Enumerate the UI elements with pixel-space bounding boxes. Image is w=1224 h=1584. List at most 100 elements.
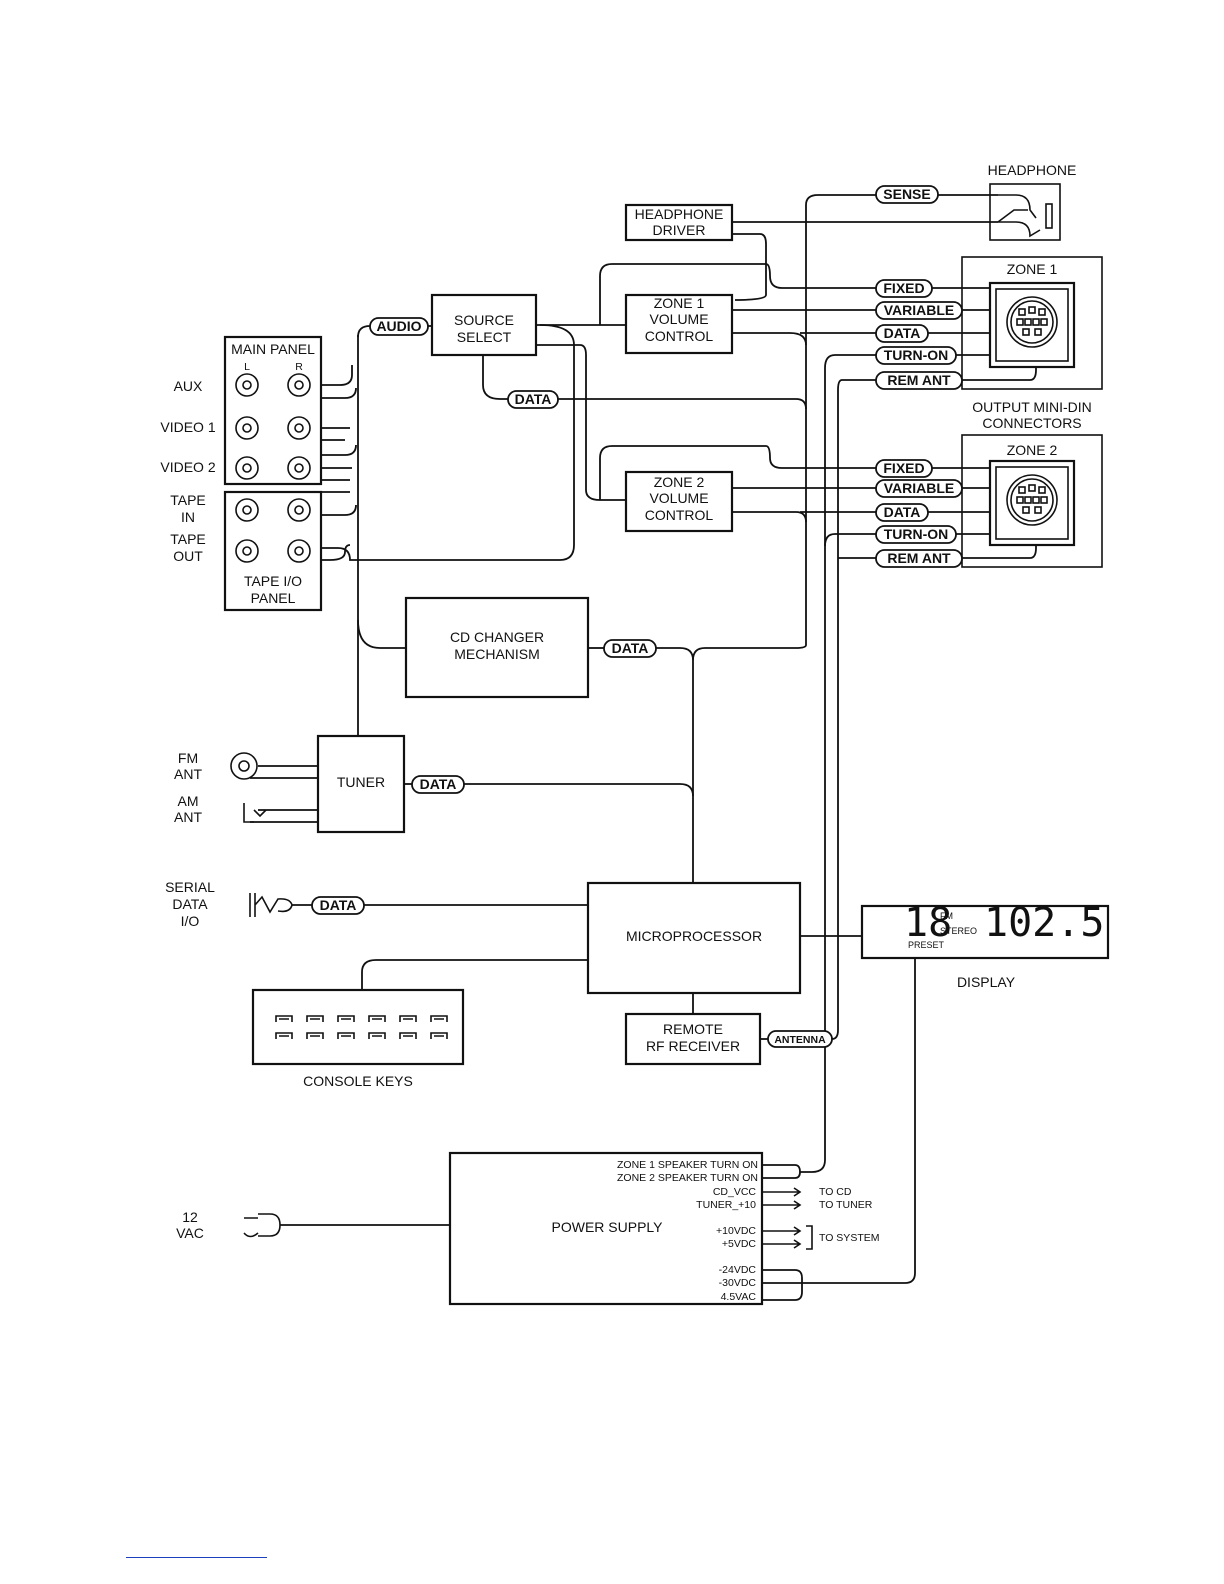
tuner-block: TUNER [316, 734, 406, 834]
console-key-icon [337, 1032, 355, 1039]
serial-label-2: DATA [172, 896, 208, 912]
tape-in-label-2: IN [181, 509, 195, 525]
cd-data-tag: DATA [603, 639, 657, 658]
zone1-volume-label-1: ZONE 1 [654, 295, 705, 311]
rca-jack-video1-r [287, 416, 311, 440]
zone2-variable-tag: VARIABLE [875, 479, 963, 498]
am-antenna-terminal-icon [243, 803, 267, 823]
zone1-data-text: DATA [884, 325, 921, 341]
video2-label: VIDEO 2 [160, 459, 215, 475]
vac-label-1: 12 [182, 1209, 198, 1225]
mini-din-pin-icon [1034, 328, 1042, 336]
sense-signal-tag: SENSE [875, 185, 939, 204]
video1-label: VIDEO 1 [160, 419, 215, 435]
remote-rf-label-1: REMOTE [663, 1021, 723, 1037]
console-key-icon [306, 1015, 324, 1022]
minus24vdc-label: -24VDC [719, 1264, 757, 1276]
display-stereo-indicator: STEREO [940, 926, 977, 936]
console-keys-panel: CONSOLE KEYS [251, 988, 465, 1089]
mini-din-pin-icon [1040, 318, 1048, 326]
zone1-rem-ant-text: REM ANT [887, 372, 951, 388]
main-panel: MAIN PANEL L R [223, 335, 323, 486]
mini-din-pin-icon [1032, 318, 1040, 326]
audio-tag-text: AUDIO [376, 318, 421, 334]
console-key-icon [275, 1015, 293, 1022]
to-cd-label: TO CD [819, 1186, 852, 1198]
tape-out-label-1: TAPE [170, 531, 206, 547]
mini-din-pin-icon [1024, 318, 1032, 326]
console-keys-label: CONSOLE KEYS [303, 1073, 413, 1089]
signal-labels: AUDIO DATA SENSE FIXED VARIABLE DATA TUR… [311, 185, 963, 1048]
console-key-icon [399, 1015, 417, 1022]
headphone-jack-icon [997, 194, 1053, 238]
power-supply-label: POWER SUPPLY [552, 1219, 664, 1235]
to-tuner-label: TO TUNER [819, 1199, 873, 1211]
console-key-icon [368, 1015, 386, 1022]
tape-io-label-2: PANEL [251, 590, 296, 606]
source-select-label-1: SOURCE [454, 312, 514, 328]
zone1-turn-on-text: TURN-ON [884, 347, 949, 363]
aux-label: AUX [174, 378, 203, 394]
serial-label-1: SERIAL [165, 879, 215, 895]
zone1-volume-block: ZONE 1 VOLUME CONTROL [624, 293, 734, 355]
zone2-volume-label-2: VOLUME [649, 490, 708, 506]
serial-label-3: I/O [181, 913, 200, 929]
footnote-separator [126, 1557, 267, 1558]
cd-vcc-label: CD_VCC [713, 1186, 757, 1198]
serial-data-tag: DATA [311, 896, 365, 915]
console-key-icon [430, 1015, 448, 1022]
plus10vdc-label: +10VDC [716, 1225, 756, 1237]
mini-din-pin-icon [1018, 486, 1026, 494]
zone2-turn-on-tag: TURN-ON [875, 525, 957, 544]
mini-din-pin-icon [1040, 496, 1048, 504]
zone2-variable-text: VARIABLE [884, 480, 955, 496]
console-key-icon [430, 1032, 448, 1039]
headphone-driver-label-2: DRIVER [653, 222, 706, 238]
channel-l-label: L [244, 361, 250, 373]
zone2-fixed-text: FIXED [883, 460, 924, 476]
rca-jack-tape-out-l [235, 539, 259, 563]
zone2-label: ZONE 2 [1007, 442, 1058, 458]
mini-din-pin-icon [1016, 496, 1024, 504]
console-key-icon [399, 1032, 417, 1039]
zone1-fixed-tag: FIXED [875, 279, 933, 298]
zone1-speaker-turn-on-label: ZONE 1 SPEAKER TURN ON [617, 1159, 758, 1171]
display-frequency: 102.5 [984, 900, 1104, 946]
minus30vdc-label: -30VDC [719, 1277, 757, 1289]
zone1-rem-ant-tag: REM ANT [875, 371, 963, 390]
rca-jack-aux-r [287, 373, 311, 397]
zone2-volume-block: ZONE 2 VOLUME CONTROL [624, 470, 734, 533]
rca-jack-tape-in-r [287, 498, 311, 522]
power-output-pins: ZONE 1 SPEAKER TURN ON ZONE 2 SPEAKER TU… [617, 1159, 880, 1303]
headphone-jack: HEADPHONE [988, 162, 1076, 241]
zone2-turn-on-text: TURN-ON [884, 526, 949, 542]
zone1-volume-label-2: VOLUME [649, 311, 708, 327]
mini-din-pin-icon [1016, 318, 1024, 326]
mini-din-pins [1016, 306, 1048, 514]
source-select-label-2: SELECT [457, 329, 512, 345]
console-key-grid [275, 1015, 448, 1039]
console-key-icon [306, 1032, 324, 1039]
mini-din-pin-icon [1038, 308, 1046, 316]
fm-ant-label-1: FM [178, 750, 198, 766]
mini-din-pin-icon [1034, 506, 1042, 514]
zone1-connector: ZONE 1 [961, 256, 1103, 390]
mini-din-icon [1006, 296, 1058, 348]
mini-din-icon [1006, 474, 1058, 526]
display-preset-indicator: PRESET [908, 940, 945, 950]
rca-jack-tape-in-l [235, 498, 259, 522]
zone1-variable-text: VARIABLE [884, 302, 955, 318]
main-panel-label: MAIN PANEL [231, 341, 315, 357]
zone2-rem-ant-text: REM ANT [887, 550, 951, 566]
zone1-label: ZONE 1 [1007, 261, 1058, 277]
remote-rf-block: REMOTE RF RECEIVER [624, 1012, 762, 1066]
headphone-driver-label-1: HEADPHONE [635, 206, 724, 222]
antenna-signal-tag: ANTENNA [767, 1030, 833, 1048]
source-select-block: SOURCE SELECT [430, 293, 538, 357]
source-data-signal-tag: DATA [507, 390, 559, 409]
sense-tag-text: SENSE [883, 186, 930, 202]
antenna-tag-text: ANTENNA [774, 1034, 826, 1046]
tape-io-panel: TAPE I/O PANEL [223, 490, 323, 612]
mini-din-pin-icon [1018, 308, 1026, 316]
